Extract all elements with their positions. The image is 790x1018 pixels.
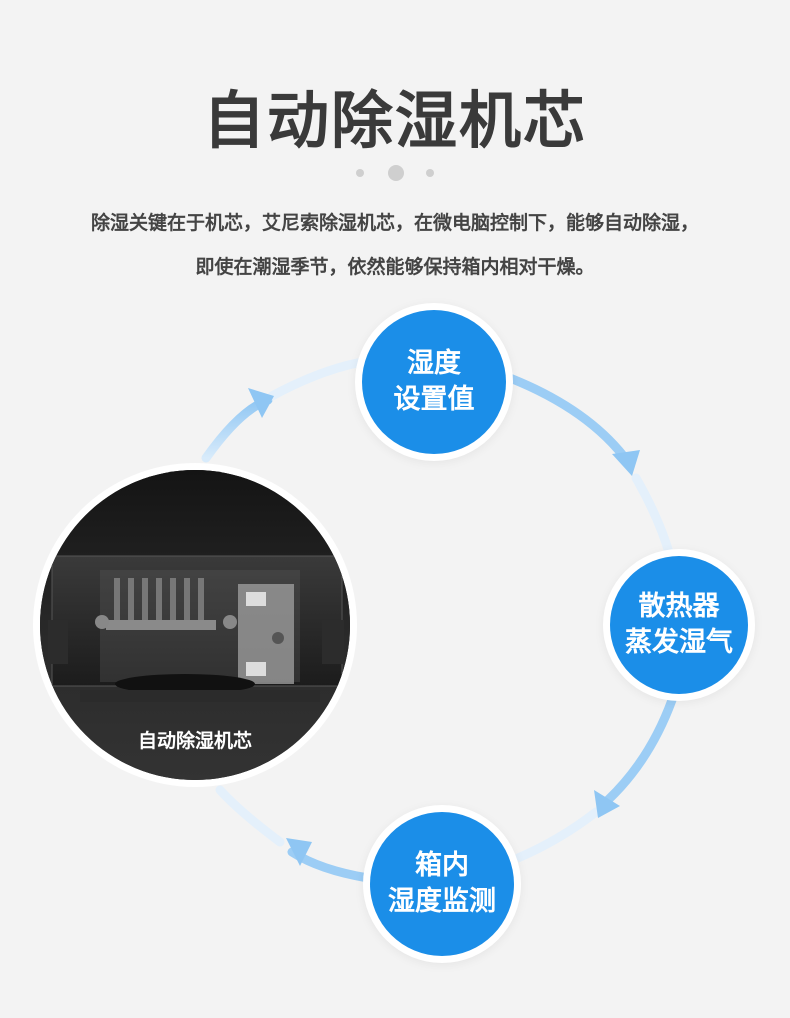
- node-radiator-evaporation-line1: 散热器: [639, 589, 720, 625]
- arc-bottom-right: [608, 700, 672, 800]
- node-humidity-setpoint-line1: 湿度: [407, 346, 461, 382]
- node-box-humidity-monitor-line2: 湿度监测: [388, 884, 496, 920]
- arc-bottom-right-2: [518, 812, 596, 858]
- node-box-humidity-monitor: 箱内 湿度监测: [370, 812, 514, 956]
- arc-bottom-left-2: [220, 790, 280, 842]
- arc-top-left-2: [272, 362, 362, 396]
- node-humidity-setpoint-line2: 设置值: [394, 382, 475, 418]
- node-radiator-evaporation-line2: 蒸发湿气: [625, 625, 733, 661]
- arc-top-right: [510, 378, 628, 462]
- photo-caption: 自动除湿机芯: [40, 726, 350, 753]
- arc-top-right-2: [636, 478, 670, 556]
- node-box-humidity-monitor-line1: 箱内: [415, 848, 469, 884]
- dehumidifier-core-photo: 自动除湿机芯: [40, 470, 350, 780]
- node-radiator-evaporation: 散热器 蒸发湿气: [610, 556, 748, 694]
- node-humidity-setpoint: 湿度 设置值: [362, 310, 506, 454]
- arrow-head-top-right: [612, 450, 640, 476]
